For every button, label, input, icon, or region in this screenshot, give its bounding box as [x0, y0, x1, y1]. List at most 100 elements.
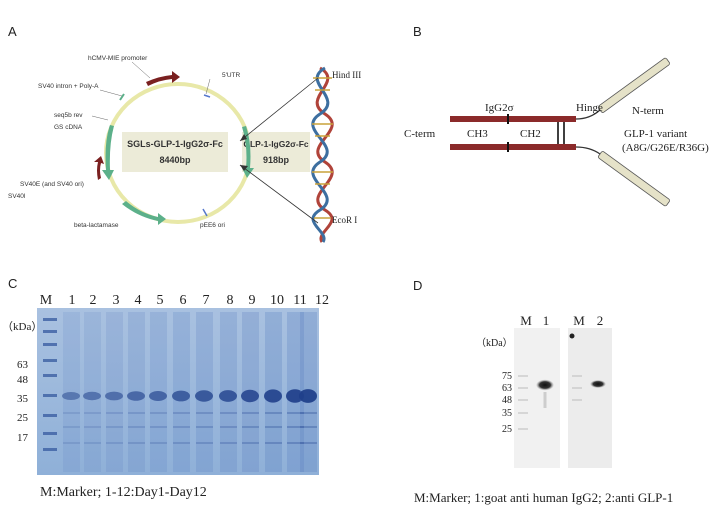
minor-band	[242, 412, 259, 414]
lane-label-11: 11	[293, 293, 307, 308]
minor-band	[287, 426, 304, 428]
blot-membrane-left	[514, 328, 560, 468]
cmv-promoter-arrow	[146, 71, 180, 86]
minor-band	[265, 426, 282, 428]
product-band	[62, 392, 80, 400]
marker-band	[43, 318, 57, 321]
plasmid-map: SGLs-GLP-1-IgG2σ-Fc 8440bp GLP-1-IgG2σ-F…	[8, 55, 361, 243]
d-mw-75: 75	[502, 371, 512, 382]
minor-band	[84, 442, 101, 444]
minor-band	[150, 426, 167, 428]
d-mw-48: 48	[502, 395, 512, 406]
marker-band	[43, 448, 57, 451]
gs-cdna-arrow	[102, 125, 114, 180]
mw-48: 48	[17, 374, 28, 386]
lane-label-3: 3	[112, 293, 120, 308]
panel-c-letter: C	[8, 276, 18, 291]
plasmid-name: SGLs-GLP-1-IgG2σ-Fc	[127, 139, 223, 149]
label-nterm: N-term	[632, 105, 664, 117]
minor-band	[173, 442, 190, 444]
minor-band	[128, 426, 145, 428]
d-lane-m-left: M	[520, 313, 532, 328]
pee6-marker	[202, 208, 208, 217]
kda-unit-c: （kDa）	[2, 321, 43, 333]
lane-label-1: 1	[68, 293, 76, 308]
product-band	[219, 390, 237, 402]
feature-sv40e: SV40E (and SV40 ori)	[20, 181, 84, 188]
minor-band	[265, 442, 282, 444]
minor-band	[106, 412, 123, 414]
minor-band	[300, 442, 317, 444]
blot-membrane-right	[568, 328, 612, 468]
minor-band	[173, 412, 190, 414]
sds-page-gel	[37, 308, 319, 475]
lane-label-9: 9	[248, 293, 256, 308]
marker-band	[43, 432, 57, 435]
lane-label-2: 2	[89, 293, 97, 308]
d-mw-25: 25	[502, 424, 512, 435]
panel-a-letter: A	[8, 24, 17, 39]
minor-band	[106, 426, 123, 428]
minor-band	[128, 412, 145, 414]
arrow-ecor1	[239, 164, 319, 224]
feature-pee6: pEE6 ori	[200, 222, 225, 229]
arrow-hind3	[239, 77, 319, 142]
minor-band	[63, 442, 80, 444]
site-ecor1: EcoR I	[332, 215, 357, 225]
minor-band	[84, 426, 101, 428]
chain-top	[450, 116, 576, 122]
minor-band	[220, 442, 237, 444]
lane-label-7: 7	[202, 293, 210, 308]
feature-seq5b: seq5b rev	[54, 112, 83, 119]
panel-b-letter: B	[413, 24, 422, 39]
marker-band	[43, 374, 57, 377]
antibody-diagram: IgG2σ Hinge N-term C-term CH3 CH2 GLP-1 …	[404, 57, 709, 207]
minor-band	[265, 412, 282, 414]
site-hind3: Hind III	[332, 70, 361, 80]
minor-band	[63, 426, 80, 428]
d-lane-1: 1	[542, 313, 550, 328]
chain-bottom	[450, 144, 576, 150]
product-band	[241, 389, 259, 403]
lane-label-4: 4	[134, 293, 142, 308]
blot-band-lane-1	[536, 379, 554, 391]
product-band	[264, 389, 282, 403]
plasmid-label-box	[122, 132, 228, 172]
product-band	[286, 389, 304, 403]
lane-label-10: 10	[270, 293, 284, 308]
lane-label-m: M	[39, 293, 53, 308]
kda-unit-d: （kDa）	[476, 338, 513, 349]
feature-cmv: hCMV-MIE promoter	[88, 55, 148, 62]
marker-band	[43, 394, 57, 397]
minor-band	[196, 442, 213, 444]
lane-label-6: 6	[179, 293, 187, 308]
product-band	[299, 389, 317, 403]
label-hinge: Hinge	[576, 102, 603, 114]
utr-marker	[203, 94, 211, 98]
minor-band	[63, 412, 80, 414]
western-blot	[514, 328, 612, 468]
mw-35: 35	[17, 393, 28, 405]
mw-17: 17	[17, 432, 28, 444]
minor-band	[196, 426, 213, 428]
feature-sv40-intron: SV40 intron + Poly-A	[38, 83, 99, 90]
feature-utr: 5'UTR	[222, 72, 241, 79]
feature-beta-lactamase: beta-lactamase	[74, 222, 119, 229]
minor-band	[196, 412, 213, 414]
lane-label-5: 5	[156, 293, 164, 308]
mw-63: 63	[17, 359, 28, 371]
dna-helix-icon	[311, 66, 334, 243]
glp1-peptide-bottom	[598, 151, 670, 207]
product-band	[105, 391, 123, 401]
feature-sv40l: SV40l	[8, 193, 26, 200]
minor-band	[220, 426, 237, 428]
feature-gs-cdna: GS cDNA	[54, 124, 83, 131]
d-lane-2: 2	[596, 313, 604, 328]
minor-band	[106, 442, 123, 444]
minor-band	[300, 412, 317, 414]
caption-c: M:Marker; 1-12:Day1-Day12	[40, 485, 207, 500]
minor-band	[242, 426, 259, 428]
sv40-early-arrow	[94, 156, 104, 180]
glp1-peptide-top	[598, 57, 670, 113]
product-band	[127, 391, 145, 401]
